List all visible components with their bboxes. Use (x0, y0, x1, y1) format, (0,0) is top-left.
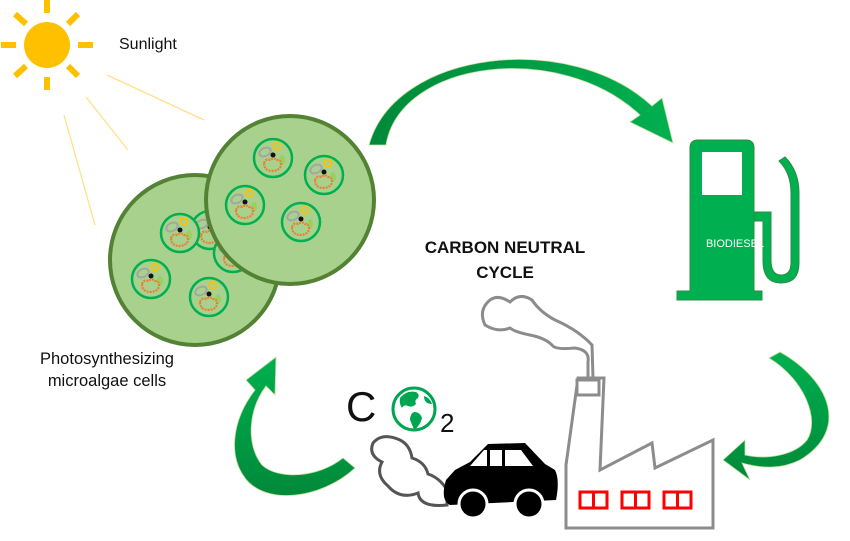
arrow-algae-to-biodiesel (368, 59, 674, 146)
organelle (303, 154, 345, 196)
sun-icon (1, 0, 93, 90)
exhaust-smoke-icon (370, 435, 449, 507)
cycle-title-line2: CYCLE (476, 263, 534, 282)
organelle (130, 258, 172, 300)
organelle (188, 276, 230, 318)
microalgae-cells-icon (108, 114, 376, 347)
microalgae-label: Photosynthesizing microalgae cells (40, 348, 174, 392)
organelle (159, 212, 201, 254)
arrow-biodiesel-to-factory (722, 351, 830, 481)
organelle (280, 201, 322, 243)
microalgae-label-line1: Photosynthesizing (40, 350, 174, 368)
organelle (252, 137, 294, 179)
factory-windows (578, 490, 693, 510)
co2-subscript: 2 (440, 408, 455, 438)
cycle-title: CARBON NEUTRAL CYCLE (400, 235, 610, 285)
globe-icon (391, 386, 437, 432)
car-icon (443, 443, 558, 520)
sun-rays (63, 74, 205, 226)
cycle-title-line1: CARBON NEUTRAL (424, 238, 586, 257)
sunlight-label: Sunlight (119, 36, 177, 53)
arrow-emissions-to-algae (234, 356, 356, 496)
fuel-pump-icon (676, 139, 800, 301)
microalgae-label-line2: microalgae cells (47, 372, 167, 390)
co2-c-letter: C (346, 383, 377, 430)
biodiesel-label: BIODIESEL (705, 238, 765, 250)
organelle (224, 184, 266, 226)
